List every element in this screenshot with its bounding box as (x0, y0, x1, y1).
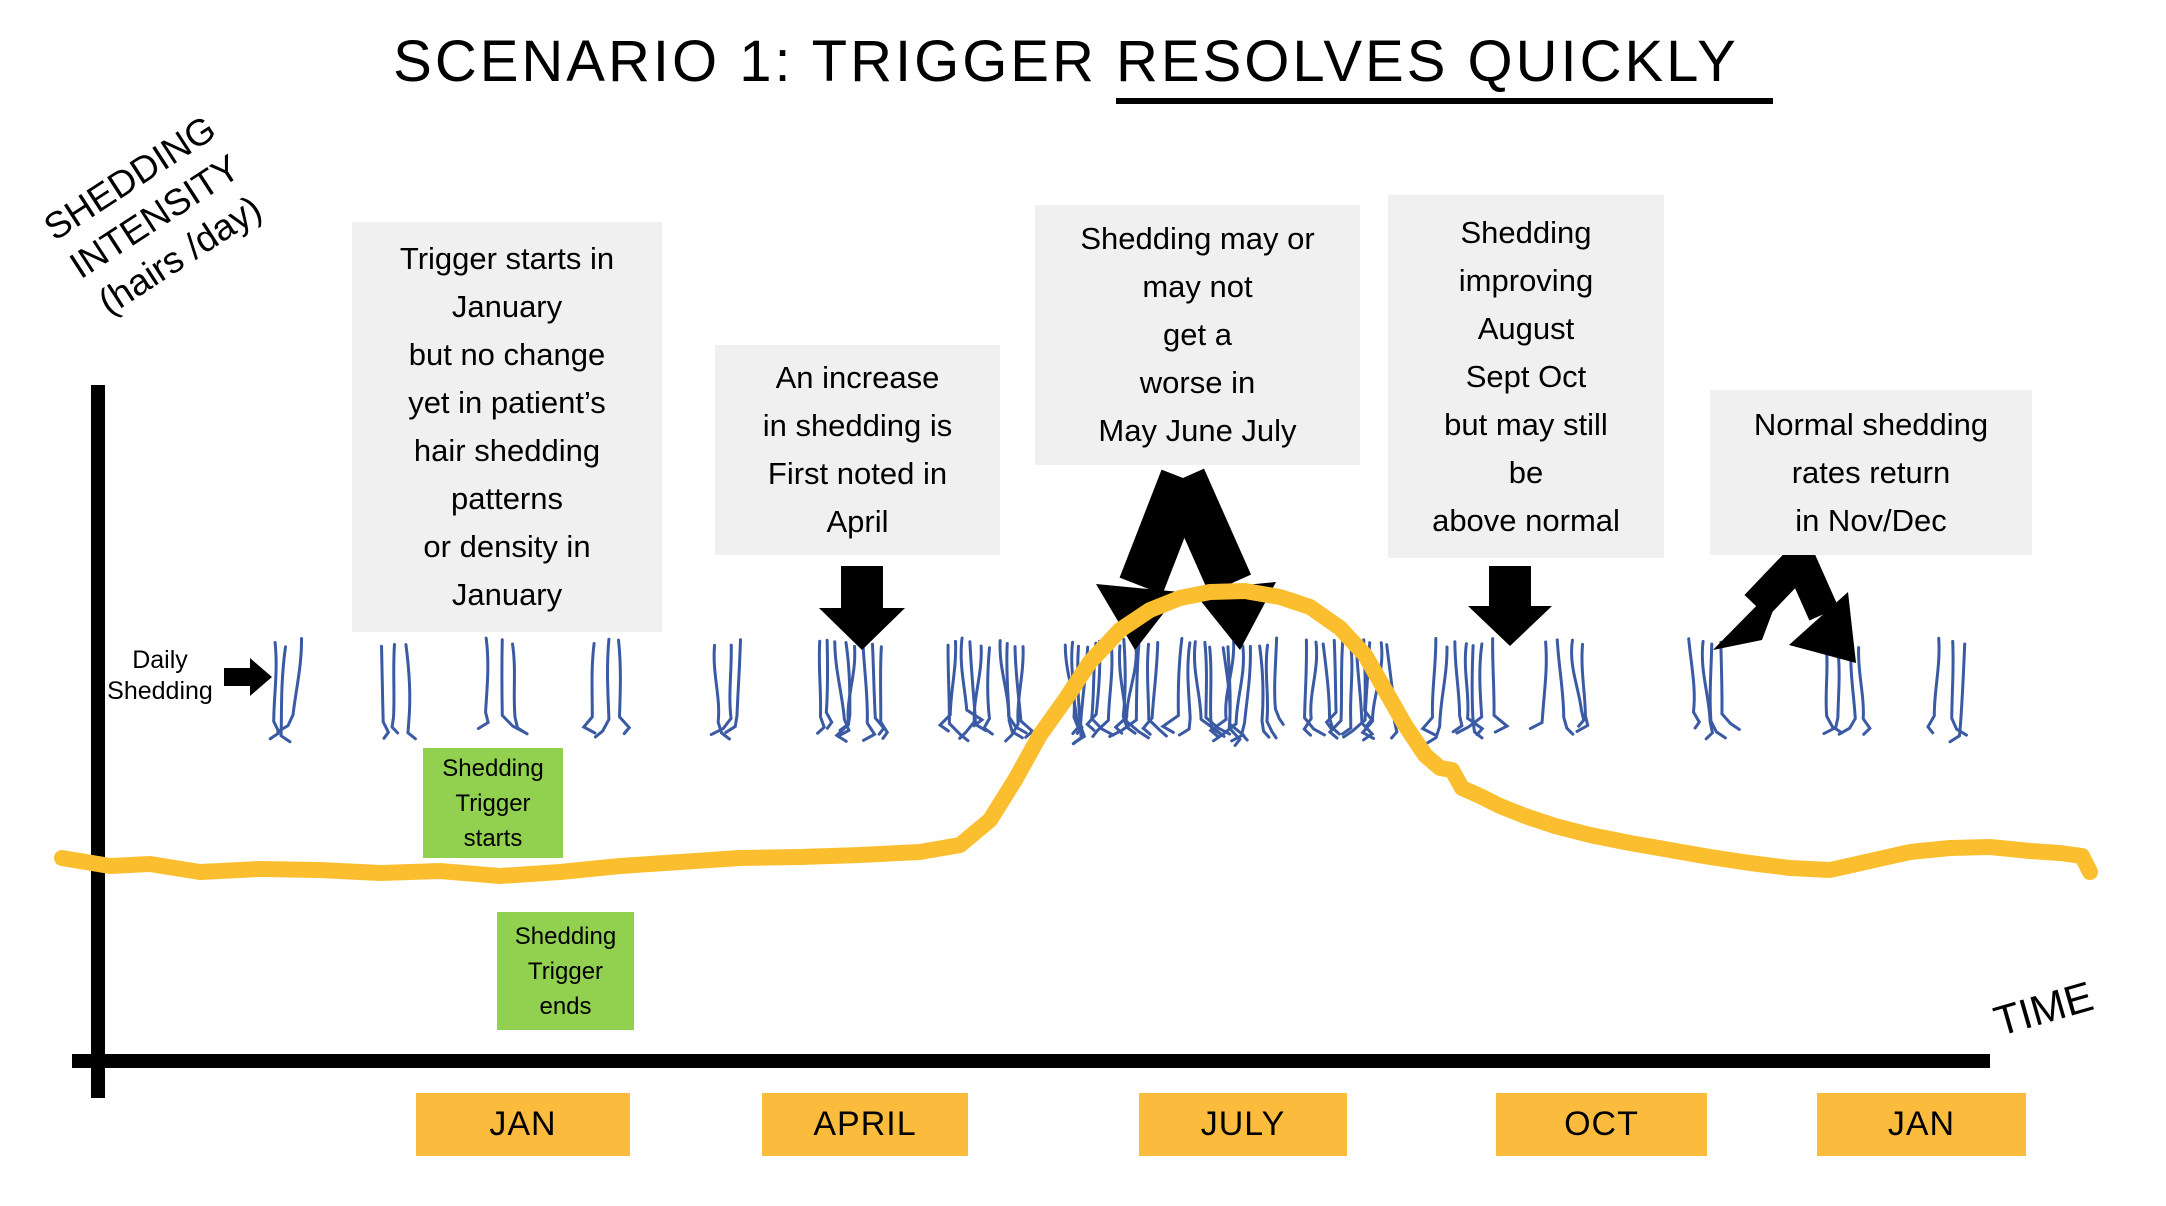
hair-clump (1528, 638, 1590, 736)
hair-clump (816, 638, 890, 743)
annotation-worse-may-july: Shedding may or may not get a worse in M… (1035, 205, 1360, 465)
hair-clump (1063, 637, 1168, 746)
month-label-oct: OCT (1496, 1093, 1707, 1156)
hair-clump (1420, 636, 1510, 746)
hair-clump (1926, 636, 1968, 744)
hair-clump (476, 636, 529, 736)
month-label-jan: JAN (416, 1093, 630, 1156)
month-label-april: APRIL (762, 1093, 968, 1156)
hair-clump (709, 638, 742, 741)
annotation-normal-nov-dec: Normal shedding rates return in Nov/Dec (1710, 390, 2032, 555)
month-label-july: JULY (1139, 1093, 1347, 1156)
hair-clump (1302, 638, 1399, 742)
trigger-starts-box: Shedding Trigger starts (423, 748, 563, 858)
novdec-bent-arrows-icon (1713, 531, 1856, 663)
page-title: SCENARIO 1: TRIGGER RESOLVES QUICKLY (0, 28, 2166, 104)
daily-shedding-arrow-icon (224, 658, 272, 696)
page-title-underlined: RESOLVES QUICKLY (1116, 29, 1773, 104)
month-label-jan-2: JAN (1817, 1093, 2026, 1156)
daily-shedding-label: Daily Shedding (107, 646, 213, 705)
callout-arrows (224, 452, 1856, 696)
annotation-increase-april: An increase in shedding is First noted i… (715, 345, 1000, 555)
hair-clump (380, 642, 417, 741)
axes (72, 385, 1990, 1098)
oct-down-arrow-icon (1468, 566, 1552, 646)
hair-clump (937, 636, 1035, 743)
annotation-trigger-starts: Trigger starts in January but no change … (352, 222, 662, 632)
hair-clump (1687, 637, 1741, 741)
hair-clump (268, 637, 304, 744)
annotation-improving-aug-oct: Shedding improving August Sept Oct but m… (1388, 195, 1664, 558)
hair-clump (1160, 636, 1285, 747)
april-down-arrow-icon (819, 566, 905, 650)
hair-clump (581, 637, 632, 739)
shedding-intensity-curve (54, 583, 2098, 884)
trigger-ends-box: Shedding Trigger ends (497, 912, 634, 1030)
hair-strand-icons (268, 636, 1968, 747)
page-title-prefix: SCENARIO 1: TRIGGER (393, 29, 1116, 94)
